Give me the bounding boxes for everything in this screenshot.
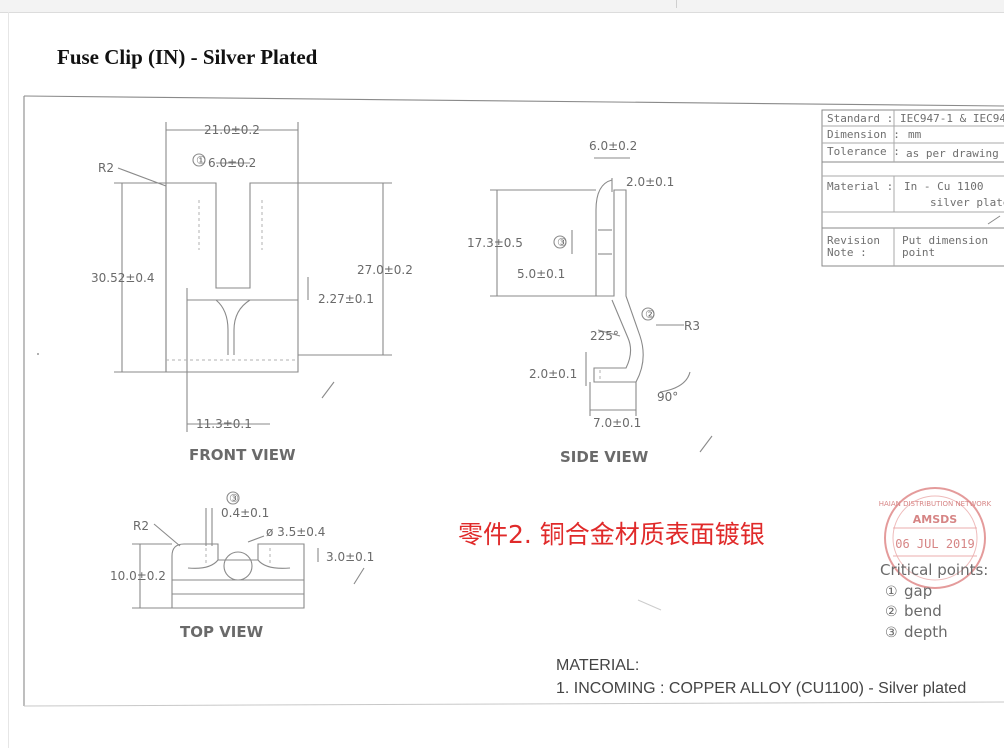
page-left-edge [8, 12, 9, 748]
distribution-stamp: HAIAN DISTRIBUTION NETWORK AMSDS 06 JUL … [879, 487, 992, 589]
front-radius-dim: R2 [98, 161, 114, 175]
side-top-dim: 6.0±0.2 [589, 139, 637, 153]
spec-revision-label: Revision [827, 234, 880, 247]
front-width-dim: 21.0±0.2 [204, 123, 260, 137]
top-view-label: TOP VIEW [180, 623, 264, 641]
stamp-name: AMSDS [913, 513, 958, 526]
spec-tolerance-value: as per drawing [906, 147, 999, 160]
front-bottom-dim: 11.3±0.1 [196, 417, 252, 431]
top-depth-dim: 3.0±0.1 [326, 550, 374, 564]
top-hole-dim: ø 3.5±0.4 [266, 525, 325, 539]
spec-dimension-value: mm [908, 128, 922, 141]
critical-point-1-text: gap [904, 582, 932, 600]
side-thick-dim: 2.0±0.1 [626, 175, 674, 189]
drawing-sheet-border [23, 95, 1004, 707]
critical-point-2-marker: ② [885, 604, 898, 620]
spec-standard-label: Standard : [827, 112, 893, 125]
side-foot-len-dim: 7.0±0.1 [593, 416, 641, 430]
top-width-dim: 10.0±0.2 [110, 569, 166, 583]
stamp-top-text: HAIAN DISTRIBUTION NETWORK [879, 500, 992, 508]
material-line: 1. INCOMING : COPPER ALLOY (CU1100) - Si… [556, 680, 966, 697]
spec-table: Standard : IEC947-1 & IEC947 Dimension :… [821, 109, 1004, 267]
front-view-label: FRONT VIEW [189, 446, 296, 464]
side-foot-thick-dim: 2.0±0.1 [529, 367, 577, 381]
spec-note-label: Note : [827, 246, 867, 259]
spec-material-value-2: silver plated [930, 196, 1004, 209]
side-radius-dim: R3 [684, 319, 700, 333]
side-view-drawing [490, 157, 713, 453]
critical-point-3-text: depth [904, 623, 948, 641]
critical-point-3-marker: ③ [885, 625, 898, 641]
front-marker-1: ① [196, 154, 206, 167]
page-title: Fuse Clip (IN) - Silver Plated [57, 45, 318, 69]
spec-standard-value: IEC947-1 & IEC947 [900, 112, 1004, 125]
side-depth-dim: 5.0±0.1 [517, 267, 565, 281]
front-height-left-dim: 30.52±0.4 [91, 271, 155, 285]
top-view-drawing [132, 491, 365, 609]
side-marker-3: ③ [557, 236, 567, 249]
side-marker-2: ② [645, 308, 655, 321]
critical-points-title: Critical points: [880, 561, 988, 579]
top-marker-3: ③ [229, 492, 239, 505]
top-radius-dim: R2 [133, 519, 149, 533]
spec-revision-value-2: point [902, 246, 935, 259]
side-angle2-dim: 90° [657, 390, 678, 404]
spec-revision-value: Put dimension [902, 234, 988, 247]
top-gap-dim: 0.4±0.1 [221, 506, 269, 520]
stamp-date: 06 JUL 2019 [895, 537, 974, 551]
critical-point-1-marker: ① [885, 584, 898, 600]
front-slot-dim: 6.0±0.2 [208, 156, 256, 170]
chinese-note: 零件2. 铜合金材质表面镀银 [458, 520, 765, 549]
front-small-dim: 2.27±0.1 [318, 292, 374, 306]
spec-material-label: Material : [827, 180, 893, 193]
front-height-right-dim: 27.0±0.2 [357, 263, 413, 277]
spec-tolerance-label: Tolerance : [827, 145, 900, 158]
critical-points: Critical points: ① gap ② bend ③ depth [880, 561, 988, 641]
front-view-drawing [114, 122, 392, 432]
spec-material-value: In - Cu 1100 [904, 180, 983, 193]
spec-dimension-label: Dimension : [827, 128, 900, 141]
material-heading: MATERIAL: [556, 657, 639, 674]
side-angle-dim: 225° [590, 329, 619, 343]
side-view-label: SIDE VIEW [560, 448, 649, 466]
viewer-top-bar [0, 0, 1004, 13]
side-height-dim: 17.3±0.5 [467, 236, 523, 250]
critical-point-2-text: bend [904, 602, 942, 620]
